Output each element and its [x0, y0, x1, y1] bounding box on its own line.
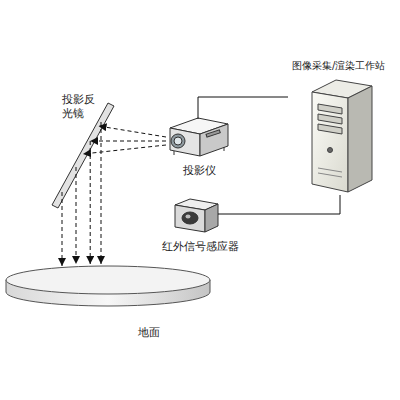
cable [198, 97, 288, 114]
projector-icon [170, 114, 228, 156]
workstation-node: 图像采集/渲染工作站 [288, 58, 396, 195]
projector-node: 投影仪 [166, 114, 232, 180]
infrared-sensor-icon [175, 199, 242, 232]
server-tower [312, 80, 372, 192]
light-ray [90, 141, 166, 142]
mirror-node: 投影反光镜 [40, 90, 122, 212]
node-label: 红外信号感应器 [162, 240, 239, 253]
cable [242, 195, 340, 214]
light-rays [62, 122, 166, 266]
node-label: 投影反光镜 [62, 93, 98, 121]
ground-node: 地面 [5, 264, 215, 344]
node-label: 图像采集/渲染工作站 [292, 60, 385, 73]
light-ray [90, 141, 91, 264]
node-label: 投影仪 [183, 164, 216, 178]
ground-disc [6, 266, 210, 306]
sensor-node: 红外信号感应器 [158, 194, 242, 256]
node-label: 地面 [138, 326, 160, 340]
